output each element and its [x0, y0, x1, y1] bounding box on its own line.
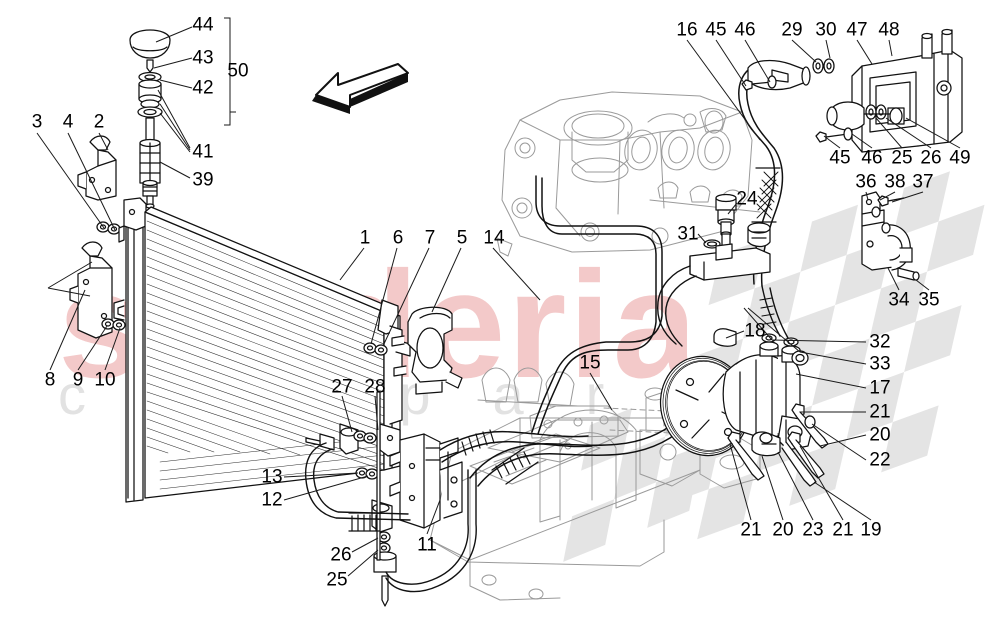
callout-label-38: 38: [884, 171, 906, 193]
callout-label-11: 11: [417, 534, 437, 556]
callout-label-4: 4: [62, 111, 74, 133]
callout-label-21: 21: [869, 401, 891, 423]
callout-label-7: 7: [424, 227, 436, 249]
callout-label-47: 47: [846, 19, 868, 41]
callout-label-1: 1: [359, 227, 371, 249]
callout-label-32: 32: [869, 331, 891, 353]
callout-label-26: 26: [330, 544, 352, 566]
callout-label-15: 15: [579, 352, 601, 374]
callout-label-43: 43: [192, 47, 214, 69]
callout-label-19: 19: [860, 519, 882, 541]
callout-label-18: 18: [744, 320, 766, 342]
callout-label-21: 21: [832, 519, 854, 541]
callout-label-13: 13: [261, 466, 283, 488]
callout-label-35: 35: [918, 289, 940, 311]
callout-label-46: 46: [861, 147, 883, 169]
callout-label-26: 26: [920, 147, 942, 169]
callout-label-9: 9: [72, 369, 84, 391]
callout-label-49: 49: [949, 147, 971, 169]
callout-label-45: 45: [829, 147, 851, 169]
callout-label-3: 3: [31, 111, 43, 133]
callout-label-30: 30: [815, 19, 837, 41]
callout-label-33: 33: [869, 353, 891, 375]
callout-label-42: 42: [192, 77, 214, 99]
callout-label-14: 14: [483, 227, 505, 249]
callout-label-21: 21: [740, 519, 762, 541]
callout-label-6: 6: [392, 227, 404, 249]
callout-label-22: 22: [869, 449, 891, 471]
callout-label-20: 20: [772, 519, 794, 541]
callout-label-31: 31: [677, 223, 699, 245]
callout-label-2: 2: [93, 111, 105, 133]
callout-label-16: 16: [676, 19, 698, 41]
callout-label-41: 41: [192, 141, 214, 163]
callout-label-25: 25: [326, 569, 348, 591]
callout-label-45: 45: [705, 19, 727, 41]
callout-label-36: 36: [855, 171, 877, 193]
callout-label-8: 8: [44, 369, 56, 391]
callout-label-10: 10: [94, 369, 116, 391]
callout-label-48: 48: [878, 19, 900, 41]
callout-label-23: 23: [802, 519, 824, 541]
callout-label-5: 5: [456, 227, 468, 249]
callout-label-29: 29: [781, 19, 803, 41]
callout-label-46: 46: [734, 19, 756, 41]
callout-label-12: 12: [261, 489, 283, 511]
callout-label-20: 20: [869, 424, 891, 446]
callout-label-34: 34: [888, 289, 910, 311]
callout-label-50: 50: [227, 60, 249, 82]
callout-label-37: 37: [912, 171, 934, 193]
callout-label-25: 25: [891, 147, 913, 169]
callout-label-28: 28: [364, 376, 386, 398]
callout-label-44: 44: [192, 14, 214, 36]
callout-label-27: 27: [331, 376, 353, 398]
callout-label-39: 39: [192, 169, 214, 191]
callout-label-24: 24: [736, 188, 758, 210]
callout-label-17: 17: [869, 377, 891, 399]
